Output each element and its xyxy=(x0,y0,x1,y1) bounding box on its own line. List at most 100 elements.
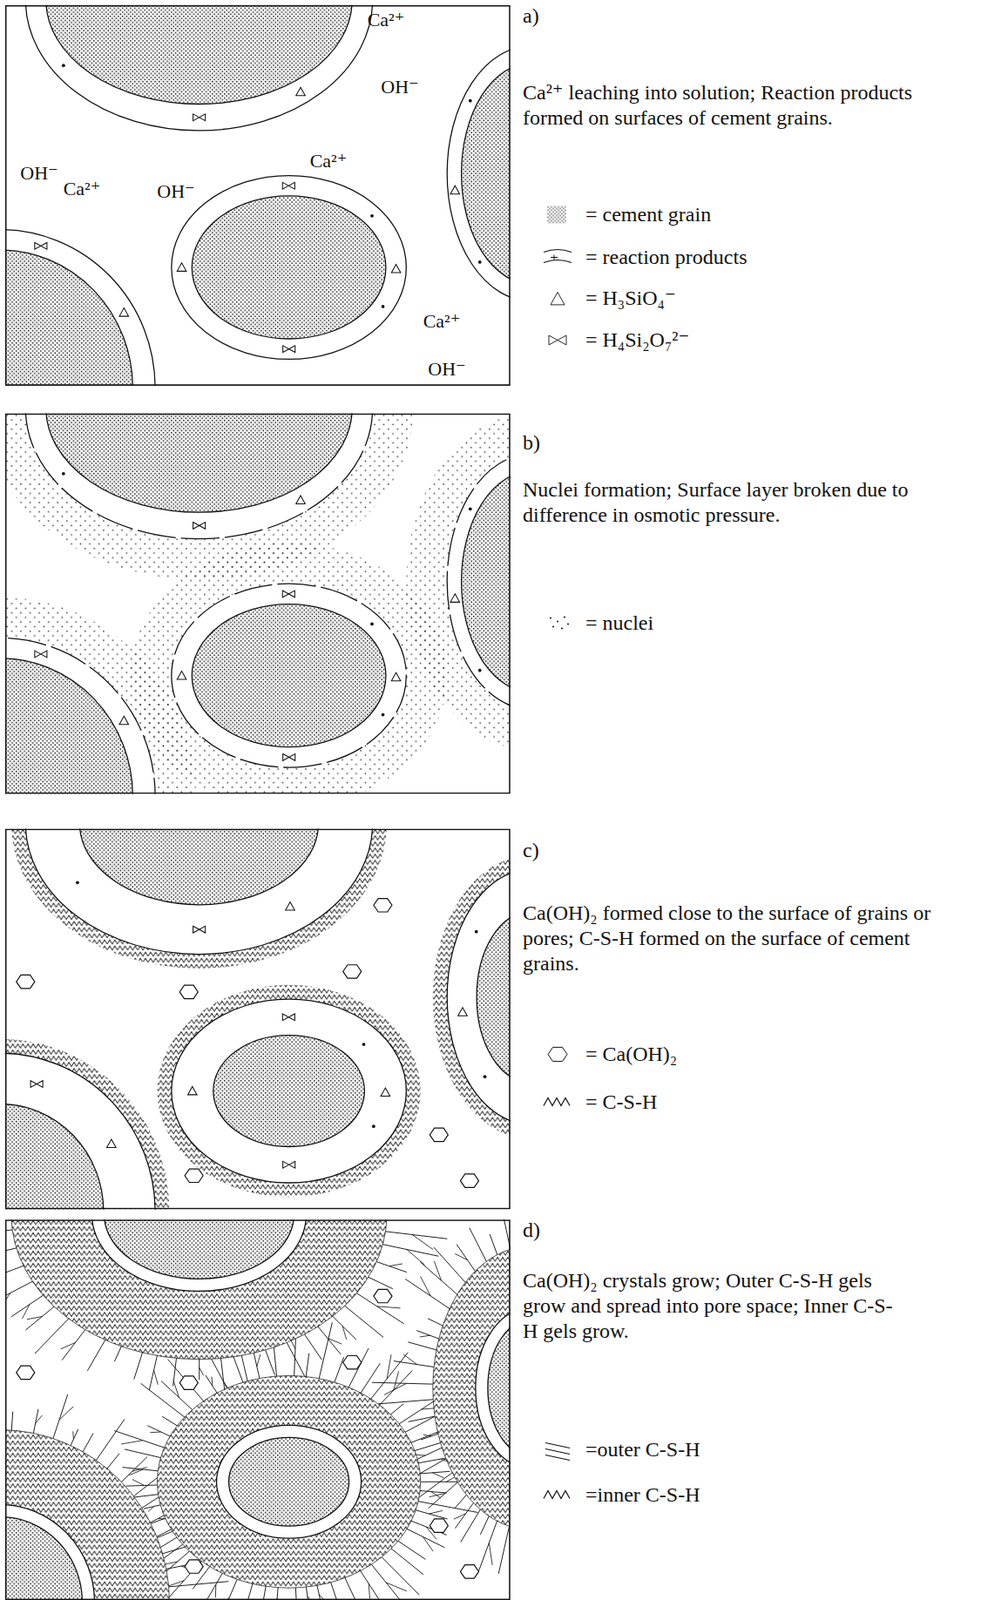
outer-csh-needle xyxy=(218,1577,238,1600)
outer-csh-needle xyxy=(384,1383,407,1395)
calcium-hydroxide-hexagon xyxy=(179,1376,198,1390)
outer-csh-needle xyxy=(325,1062,330,1083)
outer-csh-needle xyxy=(634,1330,643,1340)
calcium-hydroxide-hexagon xyxy=(460,1174,479,1188)
nuclei-sample xyxy=(561,627,563,630)
outer-csh-needle xyxy=(259,1584,267,1600)
outer-csh-needle xyxy=(386,1354,392,1380)
legend-entry: = nuclei xyxy=(540,610,654,636)
outer-csh-needle xyxy=(149,1432,161,1435)
nuclei-sample xyxy=(549,616,552,619)
outer-csh-needle xyxy=(316,1583,322,1600)
outer-csh-needle xyxy=(358,1569,380,1600)
outer-csh-needle xyxy=(0,1247,19,1259)
ring-dot xyxy=(474,930,479,934)
outer-csh-needle xyxy=(317,1325,342,1355)
calcium-hydroxide-hexagon xyxy=(429,1128,448,1142)
panel-border xyxy=(6,413,510,793)
outer-csh-needle xyxy=(7,1136,34,1150)
outer-csh-needle xyxy=(379,1556,420,1596)
outer-csh-needle xyxy=(372,1153,404,1165)
ring-dot xyxy=(468,99,473,103)
reaction-product-layer xyxy=(25,0,373,131)
panel-border xyxy=(6,829,510,1209)
disilicate-bowtie xyxy=(30,1081,43,1089)
cement-grain xyxy=(213,1035,366,1148)
legend-symbol xyxy=(540,202,576,227)
outer-csh-needle xyxy=(32,1068,72,1110)
legend-entry: =inner C-S-H xyxy=(540,1482,701,1509)
outer-csh-needle xyxy=(114,1345,122,1362)
legend-text: =outer C-S-H xyxy=(585,1437,701,1463)
outer-csh-needle xyxy=(147,1426,172,1438)
ion-label: OH⁻ xyxy=(20,162,58,184)
outer-csh-needle xyxy=(132,1052,142,1080)
outer-csh-needle xyxy=(601,1258,604,1271)
outer-csh-needle xyxy=(257,1354,261,1367)
outer-csh-needle xyxy=(517,1527,521,1561)
outer-csh-needle xyxy=(352,1117,377,1135)
outer-csh-needle xyxy=(238,1582,253,1600)
outer-csh-needle xyxy=(90,1045,110,1061)
outer-csh-needle xyxy=(121,1441,143,1445)
legend-text: = C-S-H xyxy=(585,1089,657,1116)
ion-label: OH⁻ xyxy=(427,358,466,380)
outer-csh-needle xyxy=(408,1416,438,1423)
silicate-triangle xyxy=(176,263,187,271)
legend-symbol xyxy=(540,244,576,270)
outer-csh-needle xyxy=(524,1541,530,1552)
cement-grain xyxy=(0,1516,82,1600)
disilicate-bowtie xyxy=(283,1161,296,1169)
outer-csh-needle xyxy=(386,1149,396,1159)
outer-csh-needle xyxy=(429,1493,446,1497)
outer-csh-needle xyxy=(35,1415,43,1424)
outer-csh-needle xyxy=(454,1253,467,1260)
reaction-product-layer xyxy=(171,583,406,768)
outer-csh-needle xyxy=(73,1080,75,1093)
outer-csh-needle xyxy=(383,1192,414,1197)
disilicate-bowtie xyxy=(282,1014,295,1022)
outer-csh-needle xyxy=(105,1454,120,1471)
outer-csh-needle xyxy=(377,1306,401,1309)
silicate-triangle xyxy=(450,594,461,603)
outer-csh-needle xyxy=(560,1209,576,1256)
outer-csh-needle xyxy=(162,1416,179,1428)
legend-text: = Ca(OH)₂ xyxy=(585,1041,677,1068)
outer-csh-needle xyxy=(126,1485,160,1487)
ring-dot xyxy=(478,260,482,264)
silicate-triangle xyxy=(450,185,461,194)
outer-csh-needle xyxy=(420,1433,440,1441)
cement-grain xyxy=(46,304,353,513)
panel-letter: b) xyxy=(522,430,541,456)
outer-csh-needle xyxy=(498,1524,510,1575)
calcium-hydroxide-hexagon xyxy=(548,1047,568,1062)
outer-csh-needle xyxy=(154,1370,159,1386)
silicate-triangle xyxy=(296,495,306,504)
outer-csh-needle xyxy=(571,1244,579,1250)
outer-csh-needle xyxy=(114,1431,167,1449)
legend-symbol xyxy=(540,1482,576,1508)
outer-csh-needle xyxy=(338,1081,343,1097)
outer-csh-needle xyxy=(0,1398,5,1414)
outer-csh-needle xyxy=(124,1449,163,1459)
reaction-product-sample xyxy=(543,259,572,263)
reaction-product-layer xyxy=(25,693,373,955)
outer-csh-needle xyxy=(453,1514,467,1521)
calcium-hydroxide-hexagon xyxy=(16,1366,35,1380)
outer-csh-needle xyxy=(128,1059,137,1068)
ion-label: Ca²⁺ xyxy=(63,178,102,200)
silicate-triangle xyxy=(391,264,401,273)
outer-csh-needle xyxy=(422,1536,433,1552)
outer-csh-needle xyxy=(0,1216,14,1218)
calcium-hydroxide-hexagon xyxy=(343,1355,362,1369)
outer-csh-needle xyxy=(94,1419,125,1462)
outer-csh-needle xyxy=(378,1166,430,1180)
nuclei-sample xyxy=(563,615,566,618)
outer-csh-needle xyxy=(548,1194,558,1252)
outer-csh-needle xyxy=(10,1143,22,1144)
ring-dot xyxy=(370,622,374,627)
outer-csh-needle xyxy=(433,1247,467,1285)
outer-csh-needle xyxy=(383,1231,447,1240)
outer-csh-needle xyxy=(389,1264,403,1267)
